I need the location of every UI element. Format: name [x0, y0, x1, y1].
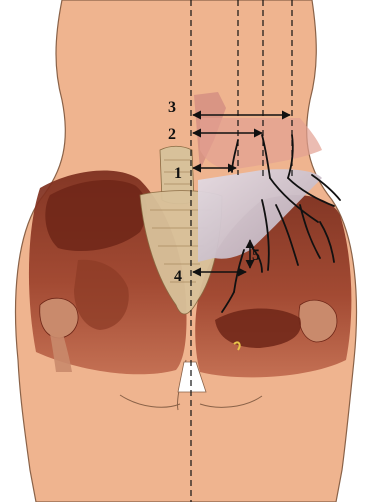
label-2: 2	[168, 126, 176, 143]
label-1: 1	[174, 165, 182, 182]
label-5: 5	[252, 247, 260, 264]
label-4: 4	[174, 268, 182, 285]
label-3: 3	[168, 99, 176, 116]
